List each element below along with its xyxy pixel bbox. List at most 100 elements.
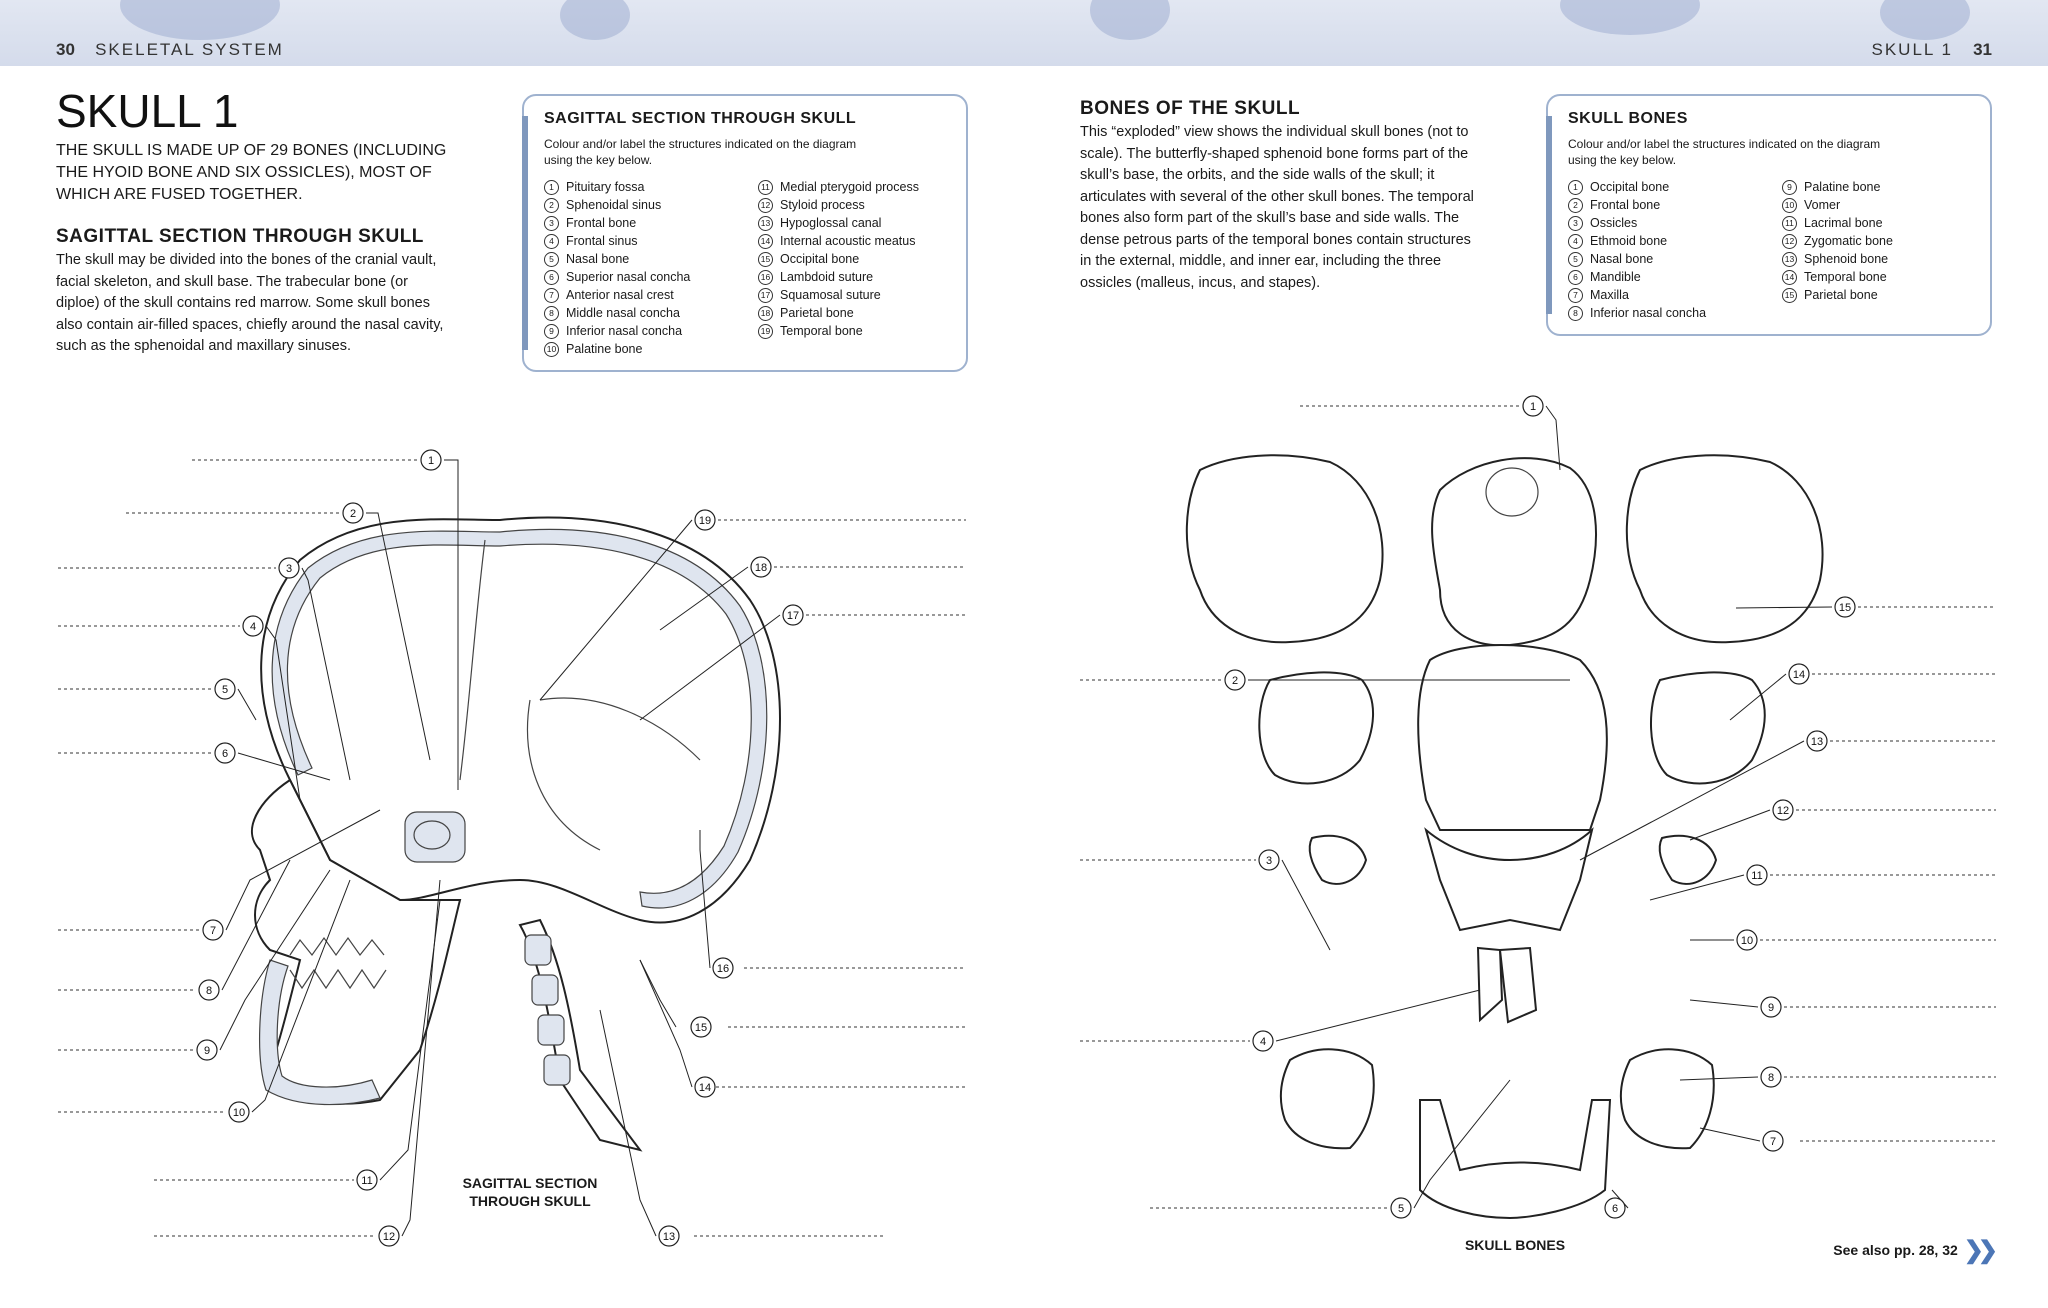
section-heading-right: BONES OF THE SKULL — [1080, 98, 1301, 119]
key-box-instructions: Colour and/or label the structures indic… — [1568, 137, 1881, 167]
left-callouts: 1 2 3 4 5 6 7 8 9 10 11 12 13 14 15 16 1… — [196, 449, 804, 1247]
callout-number: 2 — [1232, 675, 1238, 687]
callout-number: 13 — [663, 1231, 675, 1243]
callout-number: 14 — [1793, 669, 1805, 681]
callout-number: 7 — [210, 925, 216, 937]
callout-number: 10 — [233, 1107, 245, 1119]
callout-number: 15 — [695, 1022, 707, 1034]
section-heading-left: SAGITTAL SECTION THROUGH SKULL — [56, 226, 424, 247]
callout-number: 5 — [1398, 1203, 1404, 1215]
callout-number: 12 — [383, 1231, 395, 1243]
callout-number: 11 — [361, 1175, 372, 1187]
header-band — [0, 0, 2048, 66]
caption-sagittal: SAGITTAL SECTION THROUGH SKULL — [462, 1175, 598, 1209]
section-text-left: The skull may be divided into the bones … — [56, 252, 444, 354]
section-text-right: This “exploded” view shows the individua… — [1080, 124, 1474, 291]
key-box-title: SAGITTAL SECTION THROUGH SKULL — [544, 110, 857, 127]
running-head-right: SKULL 1 31 — [1871, 40, 1992, 60]
caption-skull-bones: SKULL BONES — [1464, 1237, 1566, 1253]
running-head-left: 30 SKELETAL SYSTEM — [56, 40, 284, 60]
callout-number: 6 — [1612, 1203, 1618, 1215]
double-chevron-right-icon: ❯❯ — [1963, 1237, 1998, 1264]
callout-number: 8 — [1768, 1072, 1774, 1084]
callout-number: 9 — [1768, 1002, 1774, 1014]
callout-number: 14 — [699, 1082, 711, 1094]
right-leader-lines — [1080, 405, 1996, 1209]
callout-number: 8 — [206, 985, 212, 997]
sagittal-skull-drawing — [250, 516, 781, 1152]
callout-number: 19 — [699, 515, 711, 527]
callout-number: 4 — [250, 621, 256, 633]
callout-number: 13 — [1811, 736, 1823, 748]
page-title: SKULL 1 — [56, 85, 239, 137]
key-box-title: SKULL BONES — [1568, 110, 1688, 127]
callout-number: 4 — [1260, 1036, 1266, 1048]
key-box-skull-bones: SKULL BONES Colour and/or label the stru… — [1546, 94, 1992, 336]
callout-number: 1 — [428, 455, 434, 467]
callout-number: 2 — [350, 508, 356, 520]
callout-number: 1 — [1530, 401, 1536, 413]
callout-number: 6 — [222, 748, 228, 760]
callout-number: 11 — [1751, 870, 1762, 882]
callout-number: 16 — [717, 963, 729, 975]
left-leader-lines — [58, 459, 966, 1237]
see-also-link[interactable]: See also pp. 28, 32❯❯ — [1833, 1237, 1998, 1264]
callout-number: 5 — [222, 684, 228, 696]
callout-number: 9 — [204, 1045, 210, 1057]
right-callouts: 1 2 3 4 5 6 7 8 9 10 11 12 13 14 15 — [1224, 395, 1856, 1219]
page-number-right: 31 — [1973, 40, 1992, 59]
key-box-instructions: Colour and/or label the structures indic… — [544, 137, 857, 167]
callout-number: 15 — [1839, 602, 1851, 614]
callout-number: 10 — [1741, 935, 1753, 947]
callout-number: 7 — [1770, 1136, 1776, 1148]
page-number-left: 30 — [56, 40, 75, 59]
callout-number: 18 — [755, 562, 767, 574]
callout-number: 3 — [286, 563, 292, 575]
callout-number: 12 — [1777, 805, 1789, 817]
intro-text: THE SKULL IS MADE UP OF 29 BONES (INCLUD… — [56, 142, 447, 203]
callout-number: 17 — [787, 610, 799, 622]
section-name-right: SKULL 1 — [1871, 40, 1953, 59]
key-box-sagittal: SAGITTAL SECTION THROUGH SKULL Colour an… — [522, 94, 968, 372]
callout-number: 3 — [1266, 855, 1272, 867]
skull-bones-drawing — [1185, 454, 1824, 1220]
